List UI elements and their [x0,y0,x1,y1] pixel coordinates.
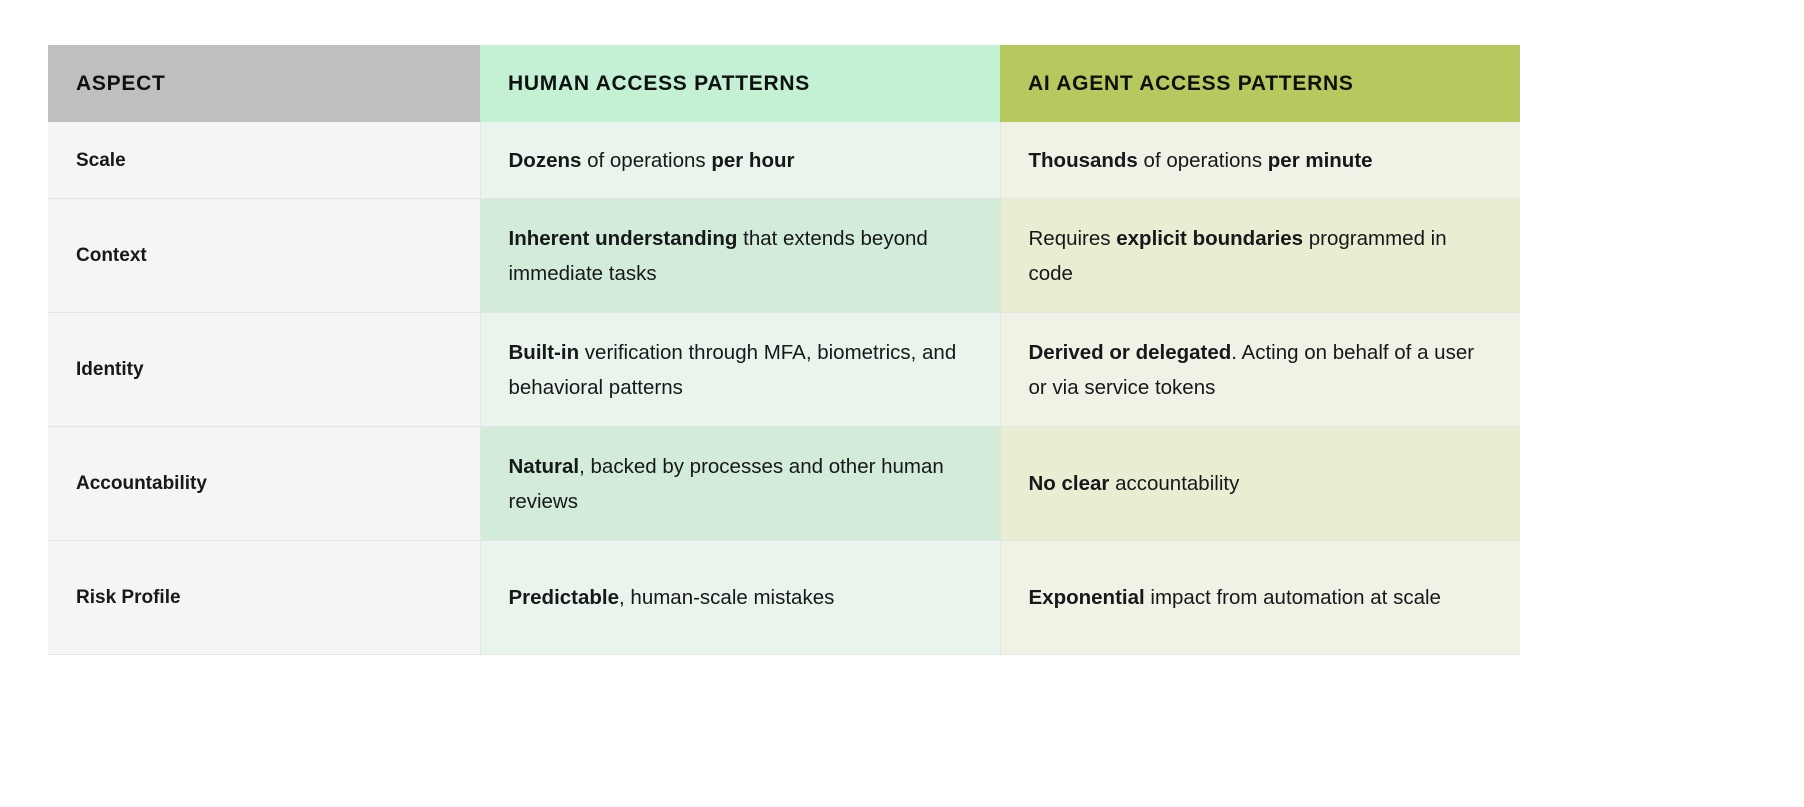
cell-aspect: Identity [48,312,481,427]
table-header: ASPECT HUMAN ACCESS PATTERNS AI AGENT AC… [48,45,1520,122]
cell-human-access-pattern: Dozens of operations per hour [480,122,1001,199]
cell-aspect: Context [48,198,481,313]
column-header-ai-agent-access-patterns: AI AGENT ACCESS PATTERNS [1000,45,1520,122]
cell-human-access-pattern: Predictable, human-scale mistakes [480,540,1001,655]
cell-aspect: Scale [48,122,481,199]
cell-ai-agent-access-pattern: No clear accountability [1000,426,1520,541]
comparison-table: ASPECT HUMAN ACCESS PATTERNS AI AGENT AC… [48,45,1520,655]
cell-ai-agent-access-pattern: Derived or delegated. Acting on behalf o… [1000,312,1520,427]
column-header-human-access-patterns: HUMAN ACCESS PATTERNS [480,45,1000,122]
cell-aspect: Accountability [48,426,481,541]
cell-human-access-pattern: Natural, backed by processes and other h… [480,426,1001,541]
cell-ai-agent-access-pattern: Exponential impact from automation at sc… [1000,540,1520,655]
cell-ai-agent-access-pattern: Requires explicit boundaries programmed … [1000,198,1520,313]
header-row: ASPECT HUMAN ACCESS PATTERNS AI AGENT AC… [48,45,1520,122]
cell-aspect: Risk Profile [48,540,481,655]
cell-human-access-pattern: Inherent understanding that extends beyo… [480,198,1001,313]
column-header-aspect: ASPECT [48,45,480,122]
cell-ai-agent-access-pattern: Thousands of operations per minute [1000,122,1520,199]
cell-human-access-pattern: Built-in verification through MFA, biome… [480,312,1001,427]
